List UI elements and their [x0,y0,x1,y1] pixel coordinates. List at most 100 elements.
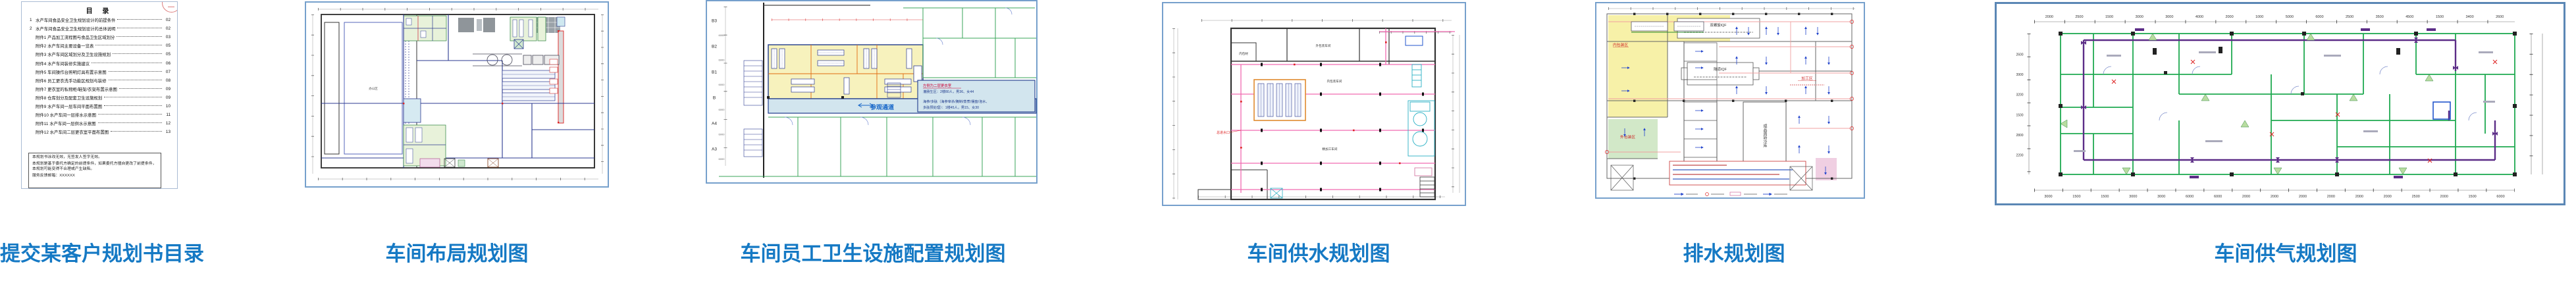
cyan-equipment [1407,64,1435,157]
ice-room-zone [1816,158,1837,180]
svg-text:3500: 3500 [2376,15,2384,19]
svg-text:2000: 2000 [2271,195,2278,199]
svg-text:2500: 2500 [2346,15,2353,19]
toc-entry-label: 附件8 仓库划分及配套卫生设施规划 [36,95,103,101]
staircase-icon [1414,167,1435,197]
toc-entry-page: 05 [165,43,171,49]
svg-text:3000: 3000 [2165,15,2173,19]
tank-equipment [473,53,560,66]
structure-walls [763,3,870,178]
svg-text:6000: 6000 [719,133,725,136]
svg-text:3900: 3900 [2016,73,2023,77]
svg-text:A4: A4 [712,122,717,126]
green-partitions [719,7,1036,177]
toc-entry: 附件9 水产车间一层车间平面布置图 10 [30,102,171,111]
thumbnail-toc-page[interactable]: 目 录 1 水产车间食品安全卫生规划设计的前提条件 02 2 水产车间食品安全卫… [21,1,178,189]
layout-plan-drawing: 办公区 [305,1,609,188]
toc-entry-label: 附件2 水产车间主要设备一览表 [36,44,94,49]
dock-strip [558,30,564,124]
toc-leader-dots [97,122,162,124]
locker-room-block [768,44,924,99]
toc-leader-dots [108,70,162,72]
svg-text:3000: 3000 [2136,15,2143,19]
corridor-label: 参观通道 [870,103,894,111]
freezer-cells [1683,42,1718,166]
thumbnail-drain-plan[interactable]: 内包装区 外包装区 [1595,2,1865,202]
toc-entry-page: 11 [166,113,171,118]
toc-entry-page: 08 [165,78,171,83]
room-label-marks [2074,51,2495,152]
small-station-boxes [549,59,558,94]
toc-note-line: 本规划是基于委托方确定的前提条件，如果委托方擅自更改了前提条件，本规划可能变得不… [32,162,157,171]
ice-machines [1631,21,1704,33]
toc-entry-label: 水产车间食品安全卫生规划设计的前提条件 [36,18,116,24]
svg-text:A3: A3 [712,147,717,152]
dimension-lines [1173,20,1460,199]
toc-disclaimer-box: 本规划书涂改无效，无签发人签字无效。 本规划是基于委托方确定的前提条件，如果委托… [28,153,161,188]
toc-entry-number: 2 [30,26,32,32]
wash-room [403,98,421,123]
toc-entry-label: 附件10 水产车间一层排水示意图 [36,113,96,118]
dimension-lines [312,9,603,180]
toc-entry-label: 附件12 水产车间二层更衣室平面布置图 [36,130,109,136]
room-labels: 外包装车间 内包装车间 精加工车间 内包材 [1239,43,1342,151]
svg-text:2000: 2000 [2242,195,2250,199]
toc-title: 目 录 [86,8,113,15]
door-arcs [784,7,1012,126]
rack-area [1253,79,1306,121]
svg-text:1500: 1500 [2468,195,2476,199]
dimension-ticks [1172,19,1454,199]
toc-entry: 附件1 产品加工流程图与食品卫生区域划分 03 [30,33,171,41]
toc-entry-page: 05 [165,52,171,57]
caption-toc: 提交某客户规划书目录 [0,242,204,265]
svg-text:4500: 4500 [2405,15,2413,19]
toc-entry-page: 02 [165,18,171,23]
svg-text:2000: 2000 [2440,195,2448,199]
svg-text:3200: 3200 [2016,93,2023,97]
svg-text:6000: 6000 [2214,195,2222,199]
svg-text:6000: 6000 [719,34,725,37]
svg-text:1000: 1000 [2255,15,2263,19]
door-triangles [2060,33,2434,175]
equipment-marks [2153,47,2400,55]
toc-entry: 附件6 员工更衣洗手功能区规划与装修 08 [30,76,171,85]
toc-entry: 附件4 水产车间装修实施建议 06 [30,59,171,67]
toc-entry-label: 附件6 员工更衣洗手功能区规划与装修 [36,78,107,84]
room-label: 内包材 [1239,51,1248,56]
svg-text:B3: B3 [712,19,717,24]
svg-text:2000: 2000 [2225,15,2233,19]
toc-entry-page: 09 [165,95,171,100]
changing-rooms-top-left [403,15,447,41]
toc-leader-dots [117,36,162,38]
toc-entry-page: 03 [165,35,171,40]
svg-text:1500: 1500 [2072,195,2080,199]
drain-outlets [1605,20,1854,154]
red-node-markers [403,30,560,124]
svg-text:1500: 1500 [2101,195,2109,199]
annotation-line: 海参/多肽（海参宰杀/腌制/蒸煮/摆盘/泡水、 [923,99,989,104]
thumbnail-layout-plan[interactable]: 办公区 [305,1,609,191]
svg-text:2500: 2500 [2412,195,2420,199]
bottom-strip [419,158,499,168]
water-plan-drawing: 外包装车间 内包装车间 精加工车间 内包材 [1162,2,1466,206]
thumbnail-water-plan[interactable]: 外包装车间 内包装车间 精加工车间 内包材 [1162,2,1466,209]
annotation-title: 左侧为二层更衣室 [923,83,952,88]
annotation-line: 多肽预处理）：1楼45人，男15、女30 [923,105,979,110]
svg-text:6000: 6000 [719,108,725,111]
room-label: 外包装车间 [1316,43,1331,48]
annotation-box: 左侧为二层更衣室 灌肠生区：2楼80人，男36、女44 海参/多肽（海参宰杀/腌… [917,80,1036,113]
svg-text:6000: 6000 [719,59,725,62]
toc-leader-dots [111,131,162,132]
toc-note-line: 服务反馈邮箱：XXXXXX [32,173,75,178]
svg-text:B1: B1 [712,70,717,75]
water-inlet-label: 总进水口 [1217,130,1230,135]
svg-text:2000: 2000 [2299,195,2307,199]
slope-arrows [1621,26,1830,175]
process-area-label-group: 加工区 [1790,76,1824,86]
svg-text:2000: 2000 [2355,195,2363,199]
